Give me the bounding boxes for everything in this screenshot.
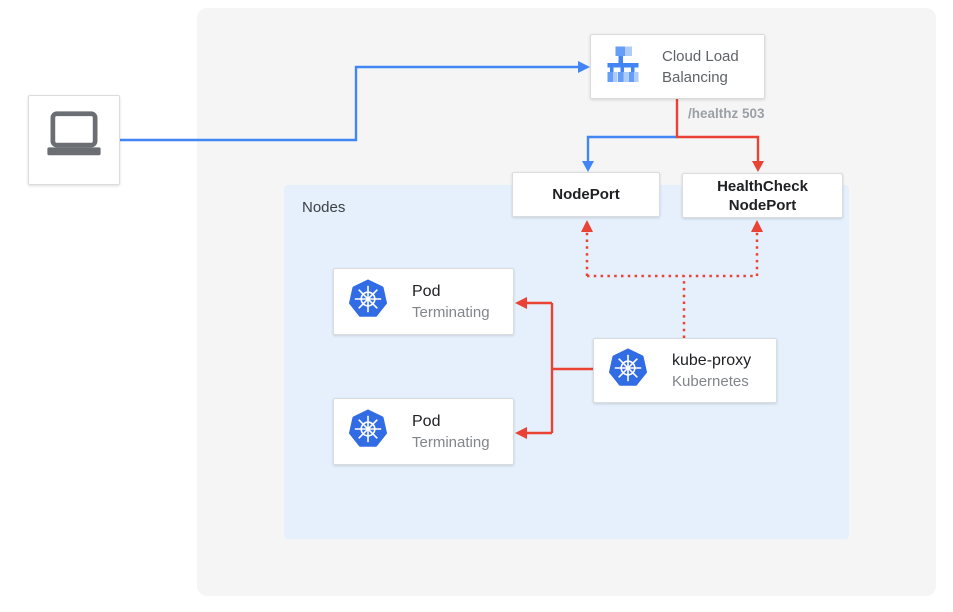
pod-node-1: Pod Terminating xyxy=(333,268,514,335)
kube-proxy-node: kube-proxy Kubernetes xyxy=(593,338,777,403)
kube-proxy-subtitle: Kubernetes xyxy=(672,372,749,390)
pod-text: Pod Terminating xyxy=(412,281,490,323)
load-balancer-icon xyxy=(604,44,644,89)
pod-status: Terminating xyxy=(412,303,490,321)
kubernetes-icon xyxy=(348,409,388,454)
healthz-status-label: /healthz 503 xyxy=(688,106,765,121)
healthcheck-nodeport-node: HealthCheck NodePort xyxy=(682,173,843,218)
kubernetes-icon xyxy=(348,279,388,324)
cloud-load-balancing-node: Cloud Load Balancing xyxy=(590,34,765,99)
nodeport-label: NodePort xyxy=(552,186,620,203)
pod-title: Pod xyxy=(412,282,441,300)
kube-proxy-title: kube-proxy xyxy=(672,351,752,369)
pod-text: Pod Terminating xyxy=(412,411,490,453)
nodes-container-label: Nodes xyxy=(302,199,346,216)
kubernetes-icon xyxy=(608,348,648,393)
pod-node-2: Pod Terminating xyxy=(333,398,514,465)
nodeport-node: NodePort xyxy=(512,172,660,217)
client-node xyxy=(28,95,120,185)
laptop-icon xyxy=(38,108,110,173)
kube-proxy-text: kube-proxy Kubernetes xyxy=(672,350,751,392)
cloud-load-balancing-label: Cloud Load Balancing xyxy=(662,47,739,86)
healthcheck-nodeport-label: HealthCheck NodePort xyxy=(717,177,808,214)
pod-title: Pod xyxy=(412,412,441,430)
pod-status: Terminating xyxy=(412,433,490,451)
